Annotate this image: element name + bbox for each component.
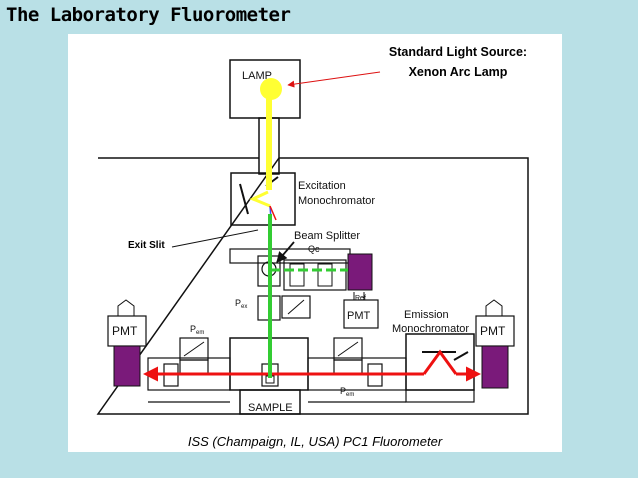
- excitation-label-1: Excitation: [298, 180, 346, 192]
- excitation-polarizer: [257, 295, 311, 321]
- diagram-panel: LAMP Excitation Monochromator Beam Split…: [68, 34, 562, 452]
- slide-title: The Laboratory Fluorometer: [6, 4, 291, 26]
- qc-label: Qc: [308, 244, 320, 254]
- emission-rails: [147, 357, 407, 403]
- excitation-beam-fold: [249, 190, 271, 208]
- dispersed-red-ray: [269, 205, 277, 221]
- left-pmt-label: PMT: [112, 324, 138, 338]
- emission-label-1: Emission: [404, 309, 449, 321]
- excitation-label-2: Monochromator: [298, 195, 375, 207]
- diagram-caption: ISS (Champaign, IL, USA) PC1 Fluorometer: [187, 434, 443, 449]
- pex-label: Pex: [235, 298, 247, 310]
- emission-monochromator: [405, 333, 475, 403]
- right-pem-label: Pem: [340, 386, 354, 398]
- emission-label-2: Monochromator: [392, 323, 469, 335]
- exit-slit-callout-line: [171, 229, 259, 248]
- lamp-label: LAMP: [242, 70, 272, 82]
- qc-pmt-housing: [347, 253, 373, 291]
- beam-splitter-label: Beam Splitter: [294, 230, 360, 242]
- left-pmt: [107, 299, 147, 387]
- ref-pmt-label: PMT: [347, 310, 371, 322]
- right-pmt: [475, 299, 515, 389]
- right-pmt-label: PMT: [480, 324, 506, 338]
- exit-slit-callout: Exit Slit: [128, 240, 165, 251]
- light-source-callout-line2: Xenon Arc Lamp: [408, 65, 508, 79]
- fluorometer-diagram: LAMP Excitation Monochromator Beam Split…: [96, 59, 529, 415]
- sample-label: SAMPLE: [248, 402, 293, 414]
- ref-label: Ref: [355, 295, 366, 302]
- ref-pmt: [343, 292, 379, 329]
- beam-splitter-pointer: [276, 241, 295, 263]
- light-source-callout-arrow: [287, 71, 381, 88]
- lamp-bulb: [260, 78, 282, 100]
- light-source-callout-line1: Standard Light Source:: [388, 45, 528, 59]
- light-source-callout: Standard Light Source: Xenon Arc Lamp: [364, 42, 552, 82]
- right-emission-polarizer: [333, 337, 363, 375]
- instrument-body: [96, 157, 529, 415]
- left-emission-polarizer: [179, 337, 209, 375]
- emission-beam-fold: [422, 349, 458, 375]
- left-pem-label: Pem: [190, 324, 204, 336]
